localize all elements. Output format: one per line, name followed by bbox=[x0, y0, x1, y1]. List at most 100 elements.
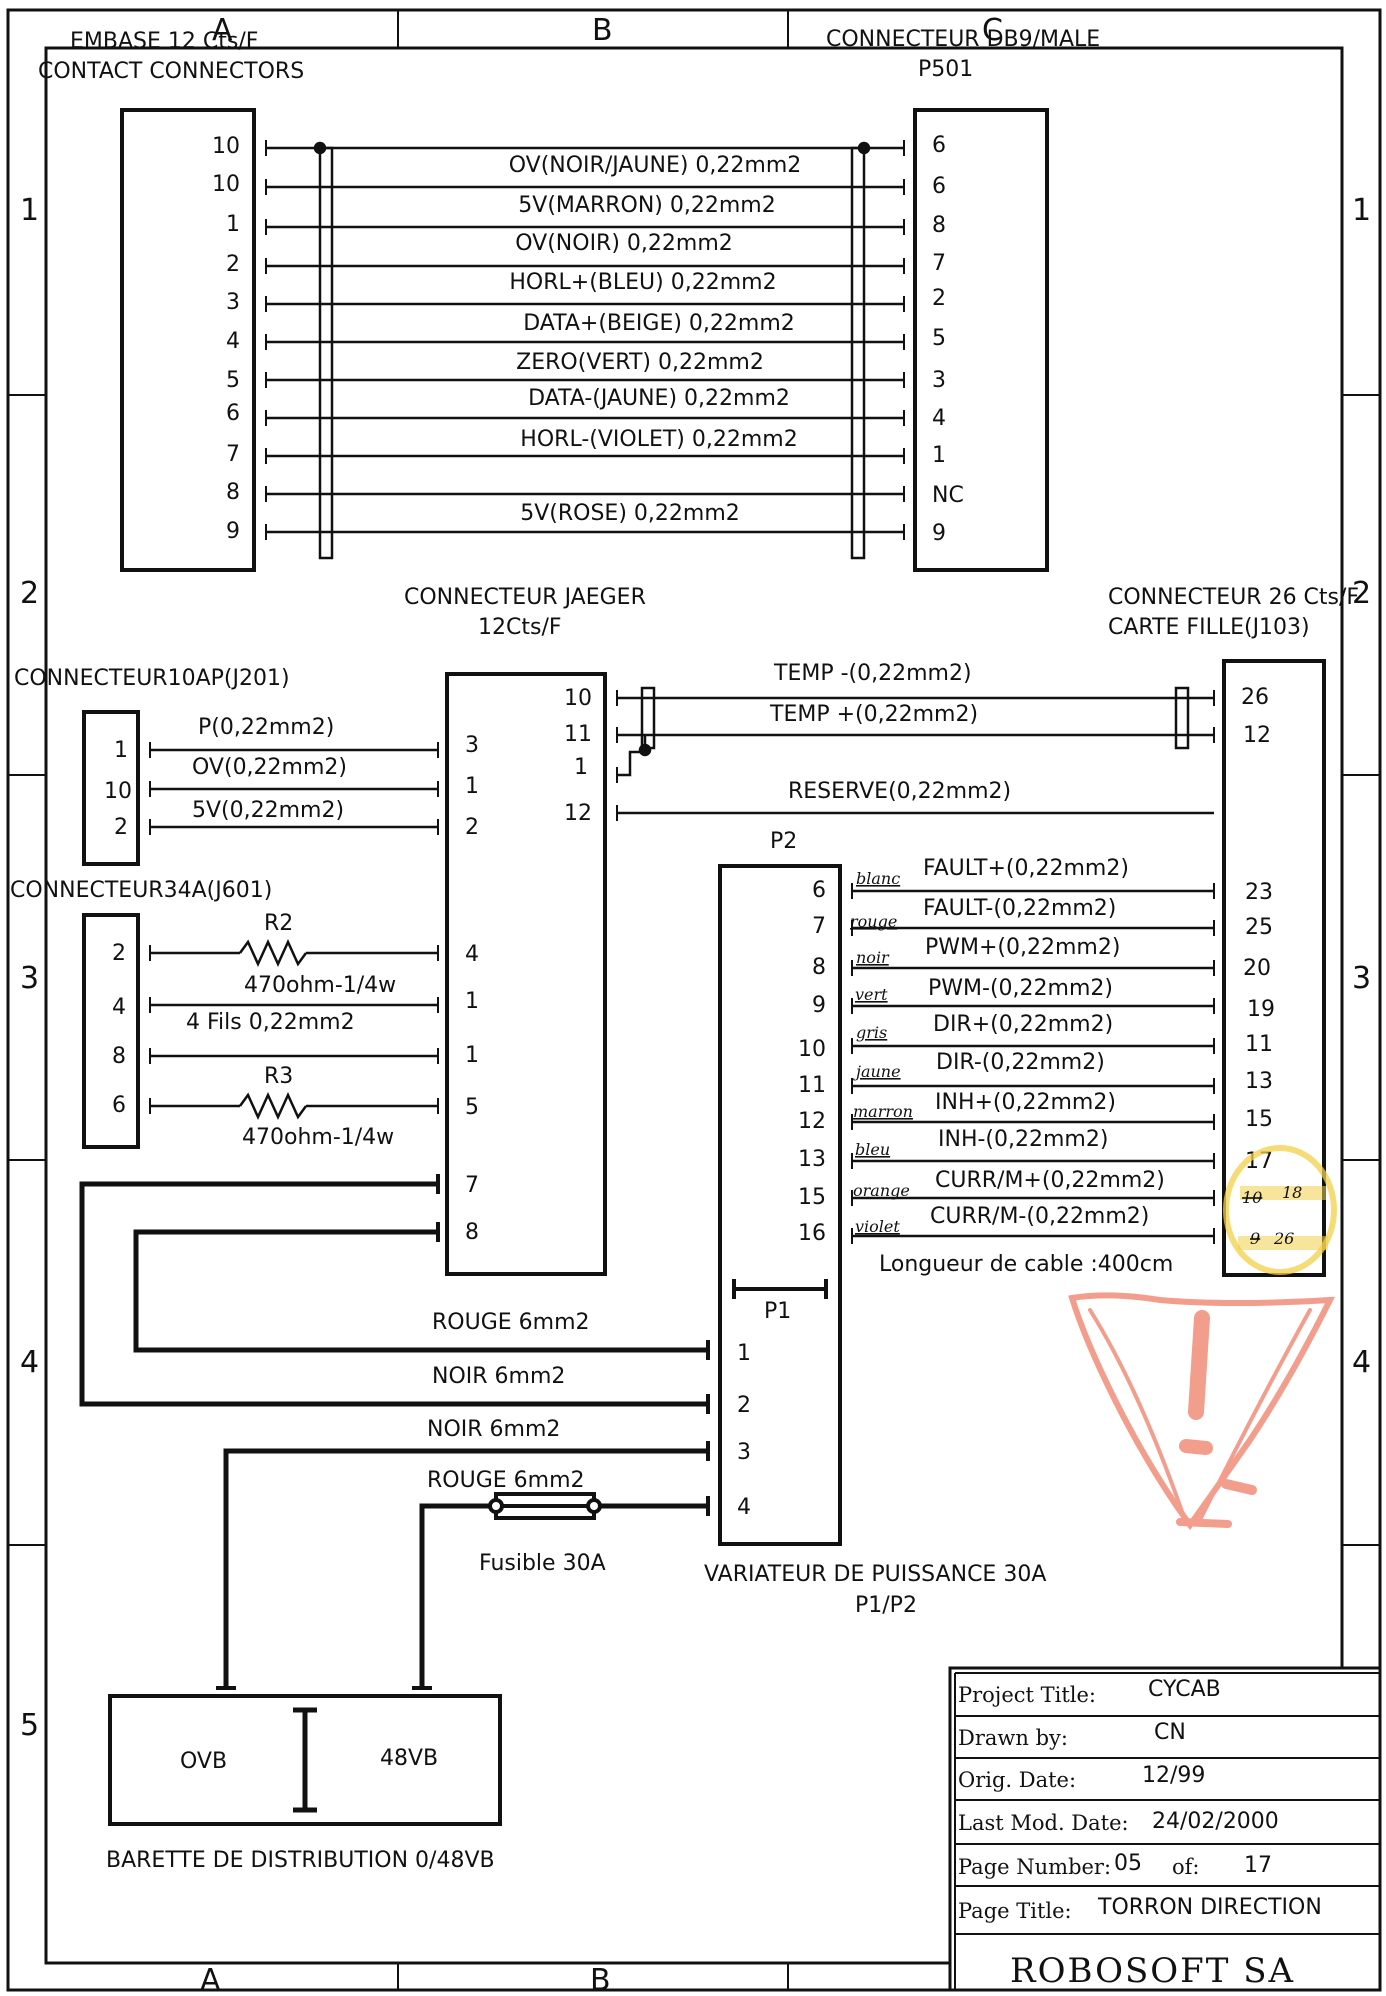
db9-pin: 1 bbox=[932, 443, 946, 468]
db9-title: CONNECTEUR DB9/MALE bbox=[826, 27, 1100, 52]
wire-label: DIR+(0,22mm2) bbox=[933, 1012, 1113, 1037]
wire-label: ZERO(VERT) 0,22mm2 bbox=[516, 350, 764, 375]
variateur-p2-pin: 16 bbox=[798, 1221, 826, 1246]
db9-pin: 6 bbox=[932, 174, 946, 199]
embase-pin: 6 bbox=[226, 401, 240, 426]
grid-row-3-right: 3 bbox=[1352, 961, 1371, 996]
wire-label: CURR/M-(0,22mm2) bbox=[930, 1204, 1149, 1229]
jaeger-pin: 8 bbox=[465, 1220, 479, 1245]
j103-connector: CONNECTEUR 26 Cts/F CARTE FILLE(J103) 26… bbox=[1108, 585, 1359, 1277]
variateur-p1-pin: 1 bbox=[737, 1341, 751, 1366]
db9-connector: CONNECTEUR DB9/MALE P501 6 6 8 7 2 5 3 4… bbox=[826, 27, 1100, 572]
jaeger-title: CONNECTEUR JAEGER bbox=[404, 585, 646, 610]
variateur-p2-pin: 10 bbox=[798, 1037, 826, 1062]
page-title-value: TORRON DIRECTION bbox=[1097, 1895, 1322, 1920]
jaeger-body bbox=[445, 672, 607, 1276]
wire-label: ROUGE 6mm2 bbox=[427, 1468, 585, 1493]
temp-reserve-labels: TEMP -(0,22mm2) TEMP +(0,22mm2) RESERVE(… bbox=[769, 661, 1011, 804]
j103-pin: 13 bbox=[1245, 1069, 1273, 1094]
db9-pin: 5 bbox=[932, 326, 946, 351]
j601-pin: 4 bbox=[112, 995, 126, 1020]
variateur-p2-pin: 11 bbox=[798, 1073, 826, 1098]
db9-pin: 4 bbox=[932, 406, 946, 431]
embase-body bbox=[120, 108, 256, 572]
jaeger-pin: 12 bbox=[564, 801, 592, 826]
power-labels: ROUGE 6mm2 NOIR 6mm2 NOIR 6mm2 ROUGE 6mm… bbox=[427, 1310, 606, 1576]
j103-pin: 23 bbox=[1245, 880, 1273, 905]
jaeger-pin: 5 bbox=[465, 1095, 479, 1120]
resistor-r2-value: 470ohm-1/4w bbox=[244, 973, 396, 998]
barette-body bbox=[108, 1694, 502, 1826]
variateur-p2-pin: 9 bbox=[812, 993, 826, 1018]
embase-pin: 1 bbox=[226, 212, 240, 237]
wire-label: NOIR 6mm2 bbox=[432, 1364, 565, 1389]
wire-color-note: jaune bbox=[853, 1062, 901, 1081]
j601-title: CONNECTEUR34A(J601) bbox=[10, 878, 272, 903]
variateur-p2-pin: 7 bbox=[812, 914, 826, 939]
orig-date-label: Orig. Date: bbox=[958, 1768, 1076, 1792]
wire-label: ROUGE 6mm2 bbox=[432, 1310, 590, 1335]
wire-label: OV(NOIR) 0,22mm2 bbox=[515, 231, 733, 256]
variateur-signal-labels: FAULT+(0,22mm2) FAULT-(0,22mm2) PWM+(0,2… bbox=[923, 856, 1165, 1229]
variateur-p1-pin: 4 bbox=[737, 1495, 751, 1520]
grid-row-3-left: 3 bbox=[20, 961, 39, 996]
highlight-marker bbox=[1223, 1145, 1337, 1275]
variateur-body bbox=[718, 864, 842, 1546]
company-name: ROBOSOFT SA bbox=[1010, 1951, 1295, 1991]
j103-corrections: 10 18 9 26 bbox=[1223, 1145, 1337, 1275]
grid-row-5-left: 5 bbox=[20, 1708, 39, 1743]
wire-label: CURR/M+(0,22mm2) bbox=[935, 1168, 1165, 1193]
j201-title: CONNECTEUR10AP(J201) bbox=[14, 666, 290, 691]
wire-label: 5V(MARRON) 0,22mm2 bbox=[518, 193, 775, 218]
resistor-r2-symbol bbox=[238, 938, 308, 968]
jaeger-connector: CONNECTEUR JAEGER 12Cts/F 3 1 2 4 1 1 5 … bbox=[404, 585, 646, 1276]
jaeger-pin: 1 bbox=[465, 989, 479, 1014]
variateur-p2-label: P2 bbox=[770, 829, 797, 854]
wire-color-note: orange bbox=[853, 1181, 910, 1200]
embase-title: EMBASE 12 Cts/F bbox=[70, 29, 258, 54]
embase-pin: 4 bbox=[226, 329, 240, 354]
fuse-symbol bbox=[488, 1492, 602, 1520]
wire-color-note: violet bbox=[855, 1217, 900, 1236]
wire-label: FAULT-(0,22mm2) bbox=[923, 896, 1116, 921]
j103-body bbox=[1222, 659, 1326, 1277]
db9-pin: 6 bbox=[932, 133, 946, 158]
barette-48v-label: 48VB bbox=[380, 1746, 438, 1771]
embase-pin: 8 bbox=[226, 480, 240, 505]
wire-color-note: gris bbox=[856, 1023, 887, 1042]
j201-j601-wiring bbox=[149, 742, 439, 1121]
jaeger-pin: 1 bbox=[574, 755, 588, 780]
power-wiring bbox=[79, 1174, 710, 1690]
grid-col-a-bottom: A bbox=[200, 1963, 221, 1996]
db9-pin: NC bbox=[932, 483, 964, 508]
j103-subtitle: CARTE FILLE(J103) bbox=[1108, 615, 1310, 640]
j601-pin: 8 bbox=[112, 1044, 126, 1069]
wire-label: OV(NOIR/JAUNE) 0,22mm2 bbox=[509, 153, 802, 178]
variateur-p2-pin: 8 bbox=[812, 955, 826, 980]
variateur-p1-pin: 3 bbox=[737, 1440, 751, 1465]
jaeger-pin: 7 bbox=[465, 1173, 479, 1198]
wire-label: INH-(0,22mm2) bbox=[938, 1127, 1108, 1152]
embase-connector: EMBASE 12 Cts/F CONTACT CONNECTORS 10 10… bbox=[38, 29, 304, 572]
jaeger-pin: 2 bbox=[465, 815, 479, 840]
j201-pin: 10 bbox=[104, 779, 132, 804]
j201-pin: 1 bbox=[114, 738, 128, 763]
wire-label: DATA-(JAUNE) 0,22mm2 bbox=[528, 386, 790, 411]
jaeger-pin: 1 bbox=[465, 774, 479, 799]
shield-bar-left bbox=[318, 146, 334, 560]
grid-col-b-top: B bbox=[592, 13, 613, 48]
grid-col-a-top: A bbox=[212, 13, 233, 48]
wire-label: FAULT+(0,22mm2) bbox=[923, 856, 1129, 881]
j201-body bbox=[82, 710, 140, 866]
last-mod-value: 24/02/2000 bbox=[1152, 1809, 1279, 1834]
variateur-signal-wiring bbox=[851, 883, 1215, 1244]
wire-label: TEMP +(0,22mm2) bbox=[769, 702, 978, 727]
wire-label: TEMP -(0,22mm2) bbox=[773, 661, 972, 686]
variateur-p2-pin: 15 bbox=[798, 1185, 826, 1210]
embase-pin: 5 bbox=[226, 368, 240, 393]
embase-db9-wiring bbox=[265, 140, 905, 560]
wire-label: RESERVE(0,22mm2) bbox=[788, 779, 1011, 804]
of-label: of: bbox=[1172, 1855, 1200, 1879]
barette-ov-label: OVB bbox=[180, 1749, 227, 1774]
